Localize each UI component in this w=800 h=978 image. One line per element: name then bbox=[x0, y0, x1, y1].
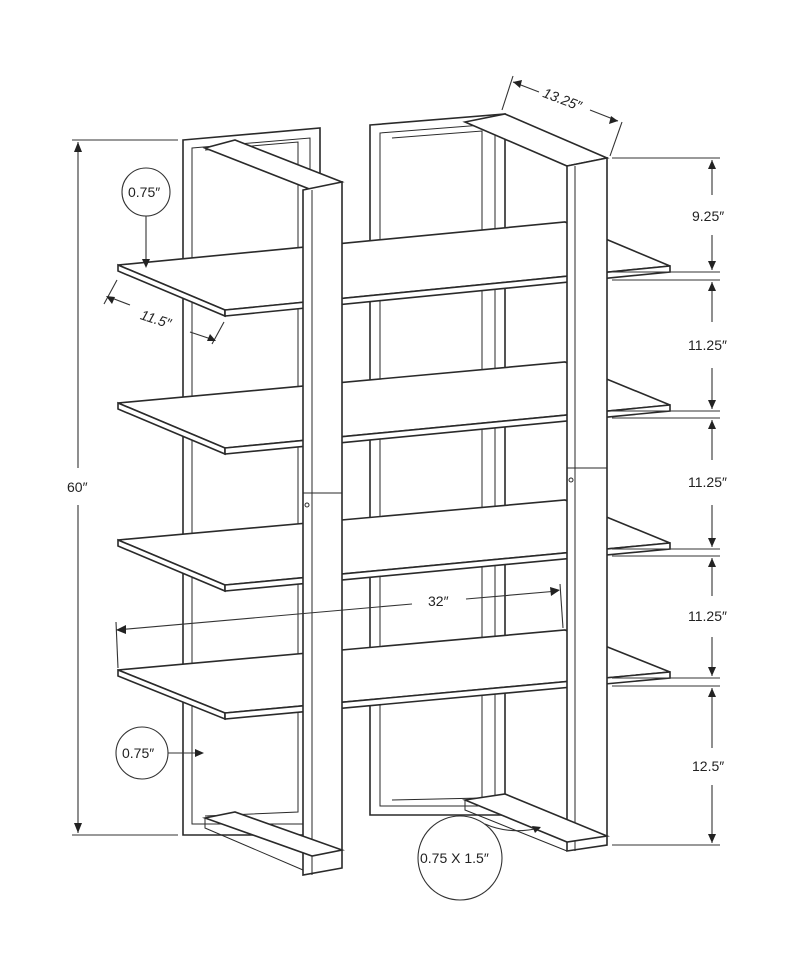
shelf-thickness-label: 0.75″ bbox=[128, 184, 160, 200]
height-dimension: 60″ bbox=[67, 139, 178, 836]
frame-thickness-label: 0.75″ bbox=[122, 745, 154, 761]
shelf-thickness-callout: 0.75″ bbox=[121, 167, 171, 268]
height-label: 60″ bbox=[67, 479, 88, 495]
depth-label: 13.25″ bbox=[541, 84, 585, 114]
right-back-frame bbox=[369, 113, 506, 816]
right-vertical-dimensions: 9.25″ 11.25″ 11.25″ 11.25″ 12.5″ bbox=[612, 157, 727, 846]
bottom-gap-label: 12.5″ bbox=[692, 758, 724, 774]
frame-thickness-callout: 0.75″ bbox=[115, 726, 204, 780]
gap-1-label: 11.25″ bbox=[688, 337, 727, 353]
shelf-depth-label: 11.5″ bbox=[139, 306, 175, 331]
gap-3-label: 11.25″ bbox=[688, 608, 727, 624]
post-profile-callout: 0.75 X 1.5″ bbox=[417, 815, 541, 901]
width-dimension: 32″ bbox=[115, 583, 564, 669]
left-front-frame bbox=[202, 139, 345, 876]
post-profile-label: 0.75 X 1.5″ bbox=[420, 850, 489, 866]
left-back-frame bbox=[182, 127, 321, 836]
top-gap-label: 9.25″ bbox=[692, 208, 724, 224]
gap-2-label: 11.25″ bbox=[688, 474, 727, 490]
width-label: 32″ bbox=[428, 593, 449, 609]
